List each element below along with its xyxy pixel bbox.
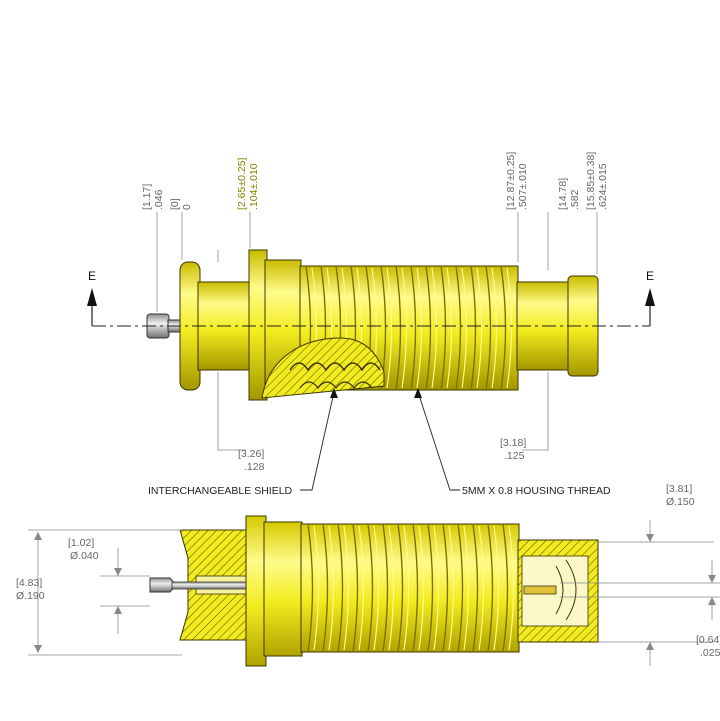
thread-crest	[337, 523, 344, 653]
dim-14-78-mm: [14.78]	[557, 178, 569, 210]
thread-highlight	[461, 267, 468, 389]
callout-shield: INTERCHANGEABLE SHIELD	[148, 485, 293, 497]
dim-1-02-in: Ø.040	[70, 550, 99, 562]
hex-flange	[248, 249, 268, 401]
thread-crest	[425, 265, 432, 391]
thread-highlight	[508, 525, 515, 651]
thread-highlight	[478, 525, 485, 651]
section-pin-shaft	[171, 581, 253, 590]
thread-crest	[382, 523, 389, 653]
thread-crest	[427, 523, 434, 653]
thread-highlight	[446, 267, 453, 389]
thread-highlight	[431, 267, 438, 389]
dim-3-81-mm: [3.81]	[666, 483, 692, 495]
section-connector-view	[149, 515, 599, 667]
thread-crest	[485, 265, 492, 391]
dim-1-17-in: .046	[153, 189, 165, 210]
thread-highlight	[401, 267, 408, 389]
dim-1-17-mm: [1.17]	[141, 184, 153, 210]
shield-wave-inner	[299, 381, 373, 389]
thread-crest	[440, 265, 447, 391]
thread-highlight	[388, 525, 395, 651]
thread-highlight	[463, 525, 470, 651]
thread-crest	[352, 523, 359, 653]
shield-wave	[289, 362, 381, 372]
top-connector-view	[146, 249, 599, 401]
dim-0-64-in: .025	[700, 647, 720, 659]
dim-0-in: 0	[181, 204, 193, 210]
thread-highlight	[493, 525, 500, 651]
shield-cutaway	[261, 337, 385, 399]
thread-crest	[442, 523, 449, 653]
thread-crest	[397, 523, 404, 653]
front-pin	[523, 585, 557, 595]
dim-15-85-mm: [15.85±0.38]	[585, 152, 597, 210]
thread-crest	[502, 523, 509, 653]
thread-highlight	[418, 525, 425, 651]
dim-3-18-mm: [3.18]	[500, 437, 526, 449]
section-marker-left: E	[88, 269, 96, 283]
dim-3-26-mm: [3.26]	[238, 448, 264, 460]
dim-14-78-in: .582	[569, 189, 581, 210]
dim-12-87-in: .507±.010	[517, 163, 529, 210]
thread-crest	[457, 523, 464, 653]
thread-highlight	[328, 525, 335, 651]
dim-0-mm: [0]	[169, 198, 181, 210]
thread-highlight	[448, 525, 455, 651]
thread-highlight	[343, 525, 350, 651]
dim-4-83-in: Ø.190	[16, 590, 45, 602]
thread-highlight	[386, 267, 393, 389]
section-line: E E	[87, 269, 655, 327]
section-marker-right: E	[646, 269, 654, 283]
section-hex-flange	[245, 515, 267, 667]
callout-leaders	[300, 391, 460, 491]
thread-highlight	[491, 267, 498, 389]
thread-crest	[410, 265, 417, 391]
thread-crest	[322, 523, 329, 653]
section-collar	[263, 521, 303, 657]
section-thread-crests	[307, 523, 515, 653]
thread-highlight	[373, 525, 380, 651]
thread-highlight	[476, 267, 483, 389]
thread-crest	[367, 523, 374, 653]
thread-crest	[412, 523, 419, 653]
dim-3-26-in: .128	[244, 461, 265, 473]
dim-15-85-in: .624±.015	[597, 163, 609, 210]
dim-4-83-mm: [4.83]	[16, 577, 42, 589]
thread-highlight	[433, 525, 440, 651]
dim-3-18-in: .125	[504, 450, 525, 462]
dim-3-81-in: Ø.150	[666, 496, 695, 508]
dim-2-65-mm: [2.65±0.25]	[236, 157, 248, 210]
thread-crest	[470, 265, 477, 391]
thread-crest	[395, 265, 402, 391]
dim-1-02-mm: [1.02]	[68, 537, 94, 549]
thread-crest	[487, 523, 494, 653]
thread-crest	[500, 265, 507, 391]
thread-highlight	[313, 525, 320, 651]
thread-crest	[455, 265, 462, 391]
front-contact	[555, 565, 564, 615]
thread-crest	[307, 523, 314, 653]
dim-12-87-mm: [12.87±0.25]	[505, 152, 517, 210]
section-threaded-body	[300, 523, 520, 653]
callout-thread: 5MM X 0.8 HOUSING THREAD	[462, 485, 611, 497]
thread-highlight	[403, 525, 410, 651]
front-contact-2	[565, 559, 577, 621]
dim-0-64-mm: [0.64]	[696, 634, 720, 646]
top-dimension-lines	[156, 212, 598, 451]
dim-2-65-in: .104±.010	[248, 163, 260, 210]
thread-highlight	[506, 267, 513, 389]
thread-crest	[472, 523, 479, 653]
thread-highlight	[358, 525, 365, 651]
thread-highlight	[416, 267, 423, 389]
